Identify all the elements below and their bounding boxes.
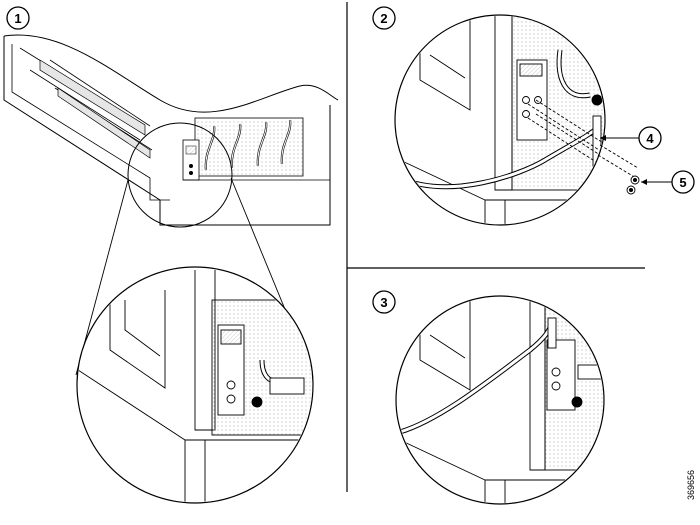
callout-5-label: 5: [679, 175, 686, 190]
detail-circle-1: [76, 266, 314, 504]
figure-id: 369656: [686, 470, 696, 500]
step-1-label: 1: [14, 11, 21, 26]
callout-4: 4: [600, 126, 662, 150]
step-3-badge: 3: [372, 290, 396, 314]
callout-4-label: 4: [646, 131, 654, 146]
panel-3: 3: [372, 290, 605, 505]
chassis-overview: [3, 34, 339, 226]
step-2-badge: 2: [372, 6, 396, 30]
panel-1: 1: [3, 6, 339, 504]
detail-circle-2: [394, 14, 640, 226]
step-3-label: 3: [380, 295, 387, 310]
zoom-source-circle: [127, 122, 233, 228]
callout-5: 5: [641, 170, 695, 194]
step-2-label: 2: [380, 11, 387, 26]
panel-2: 2: [372, 6, 695, 226]
step-1-badge: 1: [6, 6, 30, 30]
detail-circle-3: [395, 295, 605, 505]
